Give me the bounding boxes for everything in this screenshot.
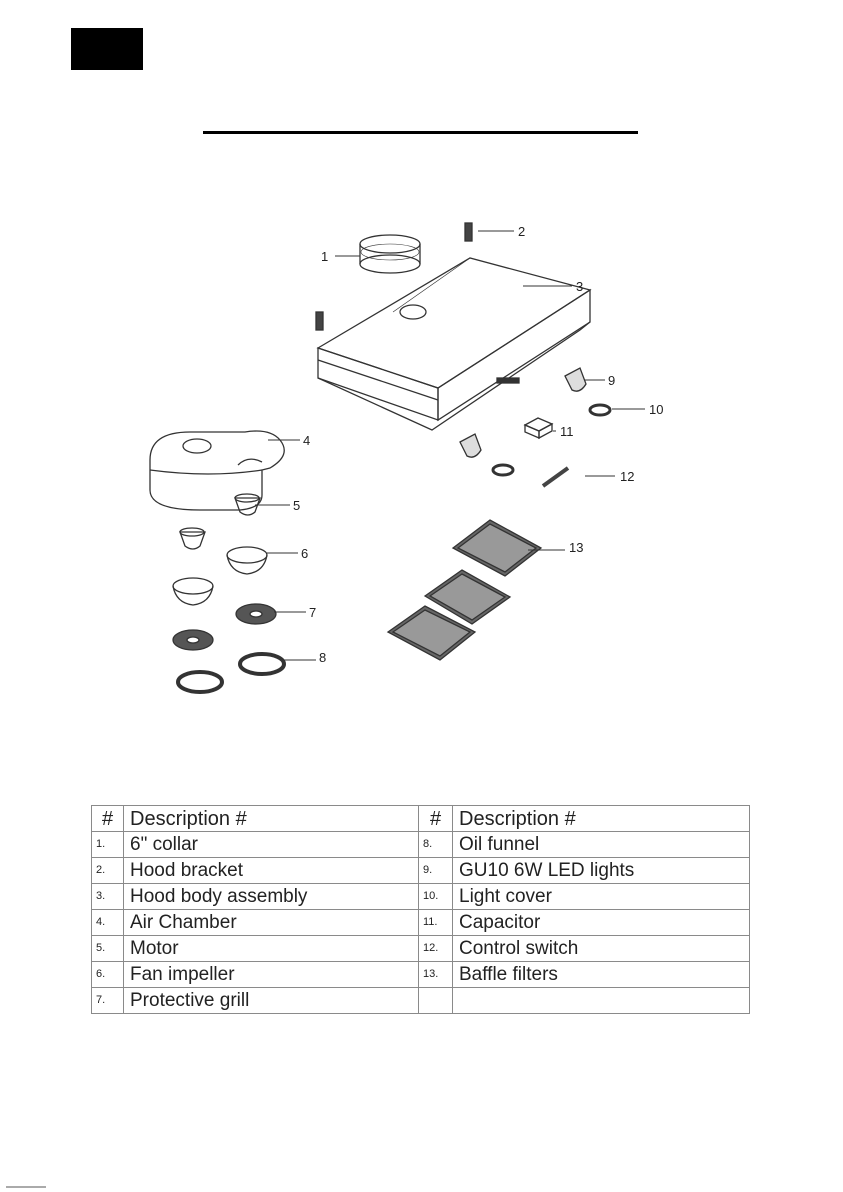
callout-8: 8 [319, 650, 326, 665]
row-number-left: 5. [92, 936, 124, 962]
callout-4: 4 [303, 433, 310, 448]
row-description-right: Oil funnel [453, 832, 750, 858]
part-control-switch [543, 468, 568, 486]
row-description-left: Fan impeller [124, 962, 419, 988]
part-baffle-filters [388, 520, 541, 660]
callout-6: 6 [301, 546, 308, 561]
part-fan-impeller [173, 547, 267, 605]
row-description-left: Hood bracket [124, 858, 419, 884]
part-motor [180, 494, 260, 549]
row-number-left: 6. [92, 962, 124, 988]
part-hood-body [318, 258, 590, 430]
page-edge-mark [6, 1186, 46, 1188]
row-description-right: Baffle filters [453, 962, 750, 988]
row-number-right: 9. [419, 858, 453, 884]
part-light-cover [493, 405, 610, 475]
row-number-right: 11. [419, 910, 453, 936]
callout-3: 3 [576, 279, 583, 294]
row-description-left: Protective grill [124, 988, 419, 1014]
exploded-parts-diagram: 1 2 3 4 5 6 7 8 9 10 11 12 13 [0, 200, 843, 720]
row-description-right [453, 988, 750, 1014]
row-number-right: 12. [419, 936, 453, 962]
header-number-left: # [92, 806, 124, 832]
row-number-left: 1. [92, 832, 124, 858]
table-row: 2. Hood bracket 9. GU10 6W LED lights [92, 858, 750, 884]
part-collar [360, 235, 420, 273]
part-hood-bracket-2 [316, 312, 323, 330]
row-description-right: Control switch [453, 936, 750, 962]
table-row: 4. Air Chamber 11. Capacitor [92, 910, 750, 936]
part-hood-bracket [465, 223, 472, 241]
part-led-lights [460, 368, 586, 457]
table-row: 6. Fan impeller 13. Baffle filters [92, 962, 750, 988]
callout-5: 5 [293, 498, 300, 513]
row-description-left: Hood body assembly [124, 884, 419, 910]
row-number-right: 8. [419, 832, 453, 858]
callout-12: 12 [620, 469, 634, 484]
row-number-right: 10. [419, 884, 453, 910]
row-number-left: 7. [92, 988, 124, 1014]
row-number-left: 2. [92, 858, 124, 884]
header-description-left: Description # [124, 806, 419, 832]
part-capacitor [525, 418, 552, 438]
callout-1: 1 [321, 249, 328, 264]
row-number-left: 4. [92, 910, 124, 936]
callout-10: 10 [649, 402, 663, 417]
row-description-right: Capacitor [453, 910, 750, 936]
row-description-left: Motor [124, 936, 419, 962]
table-header-row: # Description # # Description # [92, 806, 750, 832]
table-row: 1. 6" collar 8. Oil funnel [92, 832, 750, 858]
part-oil-funnel [178, 654, 284, 692]
exploded-view-svg: 1 2 3 4 5 6 7 8 9 10 11 12 13 [0, 200, 843, 720]
row-number-right [419, 988, 453, 1014]
part-protective-grill [173, 604, 276, 650]
callout-2: 2 [518, 224, 525, 239]
parts-list-table: # Description # # Description # 1. 6" co… [91, 805, 750, 1014]
row-description-left: Air Chamber [124, 910, 419, 936]
black-tab-marker [71, 28, 143, 70]
table-row: 3. Hood body assembly 10. Light cover [92, 884, 750, 910]
header-description-right: Description # [453, 806, 750, 832]
row-number-right: 13. [419, 962, 453, 988]
callout-11: 11 [560, 424, 574, 439]
title-underline [203, 131, 638, 134]
callout-7: 7 [309, 605, 316, 620]
table-row: 7. Protective grill [92, 988, 750, 1014]
part-air-chamber [150, 431, 284, 510]
callout-9: 9 [608, 373, 615, 388]
row-description-left: 6" collar [124, 832, 419, 858]
row-description-right: GU10 6W LED lights [453, 858, 750, 884]
callout-13: 13 [569, 540, 583, 555]
table-row: 5. Motor 12. Control switch [92, 936, 750, 962]
row-description-right: Light cover [453, 884, 750, 910]
row-number-left: 3. [92, 884, 124, 910]
header-number-right: # [419, 806, 453, 832]
